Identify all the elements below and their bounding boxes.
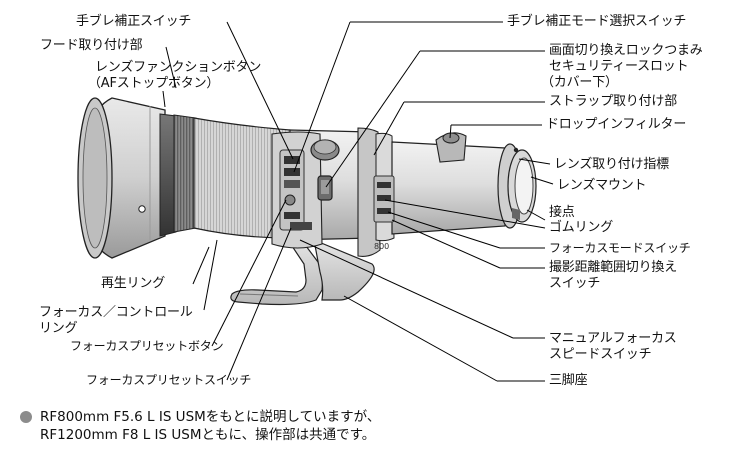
label-playback-ring: 再生リング xyxy=(101,276,166,291)
label-distance-range-switch: 撮影距離範囲切り換え xyxy=(549,260,678,275)
label-lens-mount: レンズマウント xyxy=(557,178,647,193)
label-screen-lock: 画面切り換えロックつまみ xyxy=(549,43,703,58)
rear-barrel xyxy=(373,132,506,235)
label-focus-control-ring: フォーカス／コントロール xyxy=(39,305,193,320)
label-tripod-mount: 三脚座 xyxy=(549,373,588,388)
label-manual-focus-speed-switch: マニュアルフォーカス xyxy=(549,331,677,346)
label-manual-focus-speed-switch-2: スピードスイッチ xyxy=(549,347,652,362)
label-is-mode-switch: 手ブレ補正モード選択スイッチ xyxy=(507,14,687,29)
label-contacts: 接点 xyxy=(549,205,575,220)
label-drop-in-filter: ドロップインフィルター xyxy=(546,117,687,132)
footnote: RF800mm F5.6 L IS USMをもとに説明していますが、 RF120… xyxy=(20,408,381,444)
footnote-line-2: RF1200mm F8 L IS USMともに、操作部は共通です。 xyxy=(40,427,376,443)
label-focus-preset-switch: フォーカスプリセットスイッチ xyxy=(86,373,252,387)
focus-control-ring xyxy=(159,113,197,237)
label-security-slot-cover: （カバー下） xyxy=(541,75,618,90)
label-focus-preset-button: フォーカスプリセットボタン xyxy=(70,339,224,353)
label-security-slot: セキュリティースロット xyxy=(549,59,689,74)
leader-lines xyxy=(162,21,554,382)
label-distance-range-switch-2: スイッチ xyxy=(549,276,601,291)
label-focus-mode-switch: フォーカスモードスイッチ xyxy=(549,241,691,255)
label-strap-mount: ストラップ取り付け部 xyxy=(549,94,678,109)
label-lens-function-button-sub: （AFストップボタン） xyxy=(88,76,220,91)
lens-marking: 800 xyxy=(374,242,389,251)
label-focus-control-ring-2: リング xyxy=(39,321,78,336)
label-is-switch: 手ブレ補正スイッチ xyxy=(76,14,192,29)
lens-hood xyxy=(77,97,166,259)
rf-mount xyxy=(497,143,537,229)
label-lens-function-button: レンズファンクションボタン xyxy=(95,60,262,75)
label-rubber-ring: ゴムリング xyxy=(549,220,614,235)
bullet-icon xyxy=(20,411,32,423)
label-lens-mount-index: レンズ取り付け指標 xyxy=(554,157,669,172)
label-hood-mount: フード取り付け部 xyxy=(40,38,143,53)
lens-barrel xyxy=(193,117,395,257)
footnote-line-1: RF800mm F5.6 L IS USMをもとに説明していますが、 xyxy=(40,409,381,425)
